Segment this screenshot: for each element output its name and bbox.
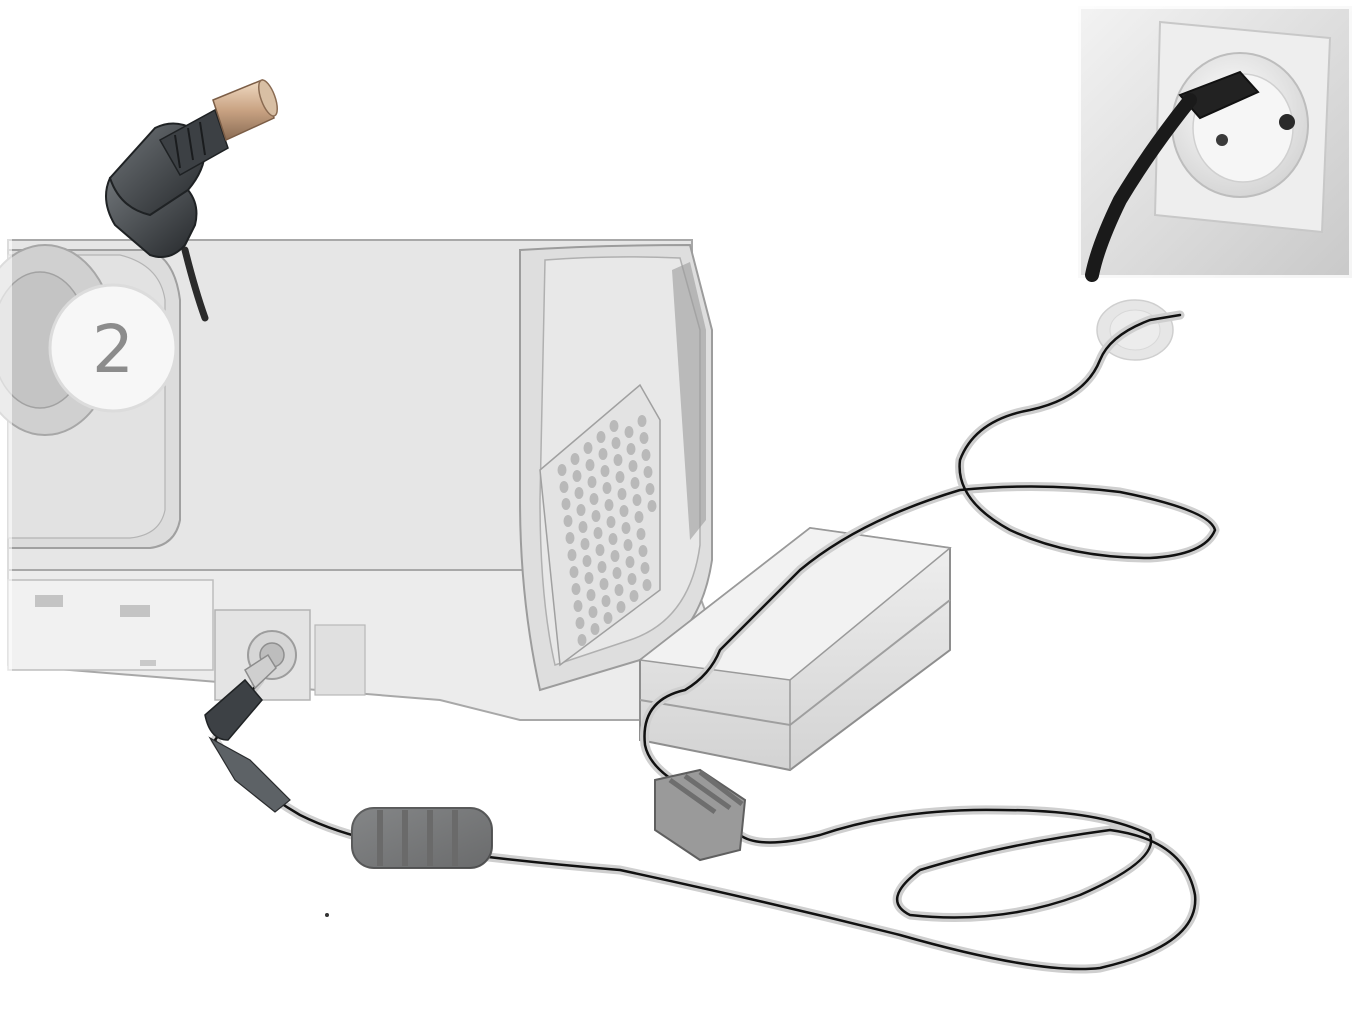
vent-hole: [585, 572, 594, 584]
vent-hole: [638, 415, 647, 427]
vent-hole: [607, 516, 616, 528]
ferrite-core-icon: [352, 808, 492, 868]
vent-hole: [629, 460, 638, 472]
vent-hole: [613, 567, 622, 579]
vent-hole: [566, 532, 575, 544]
vent-hole: [573, 470, 582, 482]
vent-hole: [562, 498, 571, 510]
vent-hole: [633, 494, 642, 506]
vent-hole: [641, 562, 650, 574]
vent-hole: [574, 600, 583, 612]
vent-hole: [575, 487, 584, 499]
vent-hole: [592, 510, 601, 522]
vent-hole: [584, 442, 593, 454]
vent-hole: [586, 459, 595, 471]
vent-hole: [644, 466, 653, 478]
rear-ports: [8, 580, 213, 670]
vent-hole: [578, 634, 587, 646]
vent-hole: [597, 431, 606, 443]
vent-hole: [614, 454, 623, 466]
vent-hole: [637, 528, 646, 540]
vent-hole: [604, 612, 613, 624]
vent-hole: [589, 606, 598, 618]
vent-hole: [560, 481, 569, 493]
vent-hole: [568, 549, 577, 561]
vent-hole: [587, 589, 596, 601]
vent-hole: [602, 595, 611, 607]
vent-hole: [591, 623, 600, 635]
vent-hole: [594, 527, 603, 539]
vent-hole: [601, 465, 610, 477]
vent-hole: [577, 504, 586, 516]
vent-hole: [588, 476, 597, 488]
vent-hole: [570, 566, 579, 578]
vent-hole: [612, 437, 621, 449]
speck-dot: [325, 913, 329, 917]
vent-hole: [564, 515, 573, 527]
vent-hole: [640, 432, 649, 444]
vent-hole: [596, 544, 605, 556]
vent-hole: [622, 522, 631, 534]
vent-hole: [600, 578, 609, 590]
vent-hole: [646, 483, 655, 495]
vent-hole: [617, 601, 626, 613]
vent-hole: [576, 617, 585, 629]
vent-hole: [581, 538, 590, 550]
vent-hole: [610, 420, 619, 432]
vent-hole: [620, 505, 629, 517]
vent-hole: [598, 561, 607, 573]
vent-hole: [642, 449, 651, 461]
step-number: 2: [92, 311, 134, 388]
vent-hole: [643, 579, 652, 591]
vent-hole: [626, 556, 635, 568]
vent-hole: [572, 583, 581, 595]
vent-hole: [571, 453, 580, 465]
vent-hole: [605, 499, 614, 511]
vent-hole: [611, 550, 620, 562]
vent-hole: [603, 482, 612, 494]
vent-hole: [618, 488, 627, 500]
vent-hole: [630, 590, 639, 602]
vent-hole: [615, 584, 624, 596]
vent-hole: [628, 573, 637, 585]
vent-hole: [616, 471, 625, 483]
vent-hole: [583, 555, 592, 567]
vent-hole: [624, 539, 633, 551]
vent-hole: [625, 426, 634, 438]
vent-hole: [631, 477, 640, 489]
wall-socket-icon: [1078, 6, 1352, 278]
vent-hole: [599, 448, 608, 460]
vent-hole: [639, 545, 648, 557]
vent-hole: [579, 521, 588, 533]
step-badge: 2: [50, 285, 176, 411]
vent-hole: [648, 500, 657, 512]
ferrite-core-adapter: [655, 770, 745, 860]
vent-hole: [558, 464, 567, 476]
vent-hole: [635, 511, 644, 523]
vent-hole: [609, 533, 618, 545]
vent-hole: [590, 493, 599, 505]
vent-hole: [627, 443, 636, 455]
